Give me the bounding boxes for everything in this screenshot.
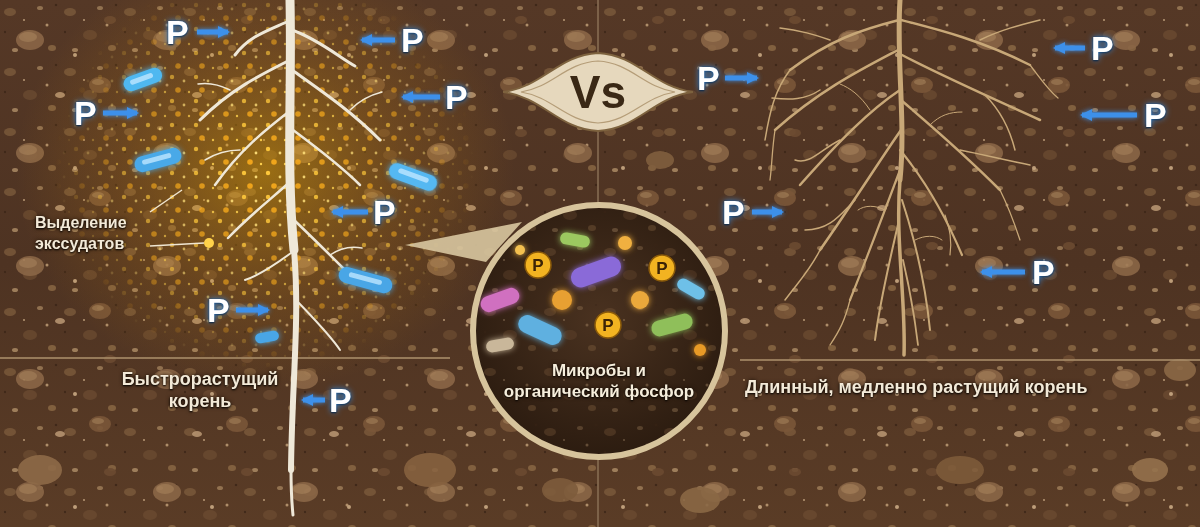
phosphorus-coin: P xyxy=(648,254,676,282)
coin-letter: P xyxy=(524,251,552,279)
phosphorus-coin: P xyxy=(524,251,552,279)
phosphorus-label: P xyxy=(1032,255,1055,289)
phosphorus-label: P xyxy=(74,96,97,130)
magnifier-circle: Микробы и органический фосфор P P P xyxy=(470,202,728,460)
magnifier-caption: Микробы и органический фосфор xyxy=(501,360,697,402)
phosphorus-label: P xyxy=(1144,98,1167,132)
phosphorus-label: P xyxy=(373,195,396,229)
phosphorus-label: P xyxy=(166,15,189,49)
phosphorus-label: P xyxy=(401,23,424,57)
root-caption: Быстрорастущий корень xyxy=(110,368,290,412)
phosphorus-label: P xyxy=(1091,31,1114,65)
root-caption: Длинный, медленно растущий корень xyxy=(745,376,1185,398)
phosphorus-label: P xyxy=(697,61,720,95)
coin-letter: P xyxy=(594,311,622,339)
phosphorus-label: P xyxy=(207,293,230,327)
annotation-label: Выделение экссудатов xyxy=(35,212,147,254)
phosphorus-coin: P xyxy=(594,311,622,339)
phosphorus-label: P xyxy=(445,80,468,114)
versus-lens: Vs xyxy=(503,47,693,137)
phosphorus-label: P xyxy=(722,195,745,229)
coin-letter: P xyxy=(648,254,676,282)
phosphorus-label: P xyxy=(329,383,352,417)
versus-text: Vs xyxy=(503,47,693,137)
